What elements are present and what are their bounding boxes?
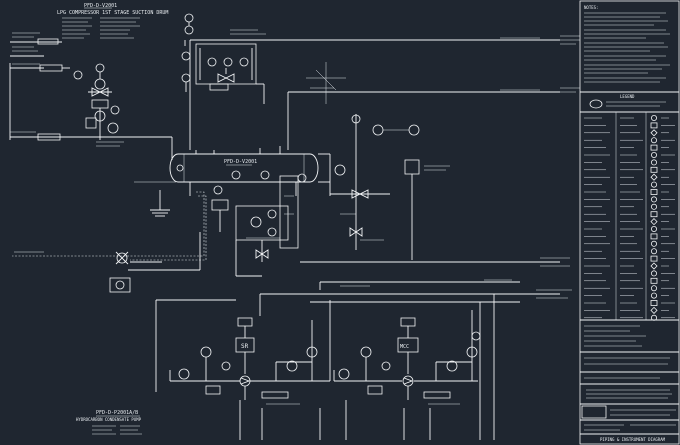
legend-symbol-circle <box>651 196 658 203</box>
legend-symbol-circle <box>651 225 658 232</box>
vessel-title: LPG COMPRESSOR 1ST STAGE SUCTION DRUM <box>57 10 168 16</box>
pump-b-assembly: MCC <box>333 294 495 440</box>
vessel-tag: PFD-D-V2001 <box>84 3 117 9</box>
pump-data-block: PFD-D-P2001A/B HYDROCARBON CONDENSATE PU… <box>76 410 142 435</box>
legend-symbol-square <box>650 189 658 195</box>
legend-symbol-diamond <box>650 173 658 181</box>
legend-symbol-square <box>650 233 658 240</box>
legend-symbol-circle <box>651 151 658 158</box>
legend-symbol-square <box>650 144 658 151</box>
legend-symbol-square <box>650 300 658 306</box>
vessel-data-block: PFD-D-V2001 LPG COMPRESSOR 1ST STAGE SUC… <box>57 3 168 39</box>
title-block-lower: PIPING & INSTRUMENT DIAGRAM <box>580 319 679 442</box>
legend-symbol-circle <box>651 159 658 166</box>
signal-lines <box>12 191 207 293</box>
drawing-title: PIPING & INSTRUMENT DIAGRAM <box>600 437 666 442</box>
legend-symbol-circle <box>651 270 658 277</box>
legend-symbol-square <box>650 122 658 129</box>
legend-symbol-diamond <box>650 129 658 137</box>
notes-header: NOTES: <box>584 5 598 10</box>
top-piping <box>181 13 580 150</box>
legend-symbol-circle <box>651 285 658 292</box>
left-incoming-lines <box>10 32 74 141</box>
level-instruments <box>211 175 299 277</box>
drum-label: PFD-D-V2001 <box>224 159 257 165</box>
legend-symbol-circle <box>651 248 658 255</box>
legend-symbol-circle <box>651 181 658 188</box>
legend-symbol-circle <box>651 115 658 122</box>
legend-symbol-square <box>650 277 658 284</box>
legend-rows <box>584 115 675 321</box>
middle-header-lines <box>155 257 572 392</box>
legend-symbol-square <box>650 255 658 262</box>
legend-symbol-square <box>650 166 658 173</box>
legend-symbol-diamond <box>650 218 658 226</box>
pump-a-assembly: SR <box>169 300 331 440</box>
left-control-valve <box>9 63 172 147</box>
motor-b-label: MCC <box>400 344 409 350</box>
legend-symbol-square <box>650 211 658 218</box>
legend-symbol-circle <box>651 137 658 144</box>
drum-right-instruments <box>329 114 450 260</box>
pump-title: HYDROCARBON CONDENSATE PUMP <box>76 417 142 422</box>
suction-drum: PFD-D-V2001 <box>134 137 330 217</box>
legend-symbol-diamond <box>650 306 658 314</box>
motor-a-label: SR <box>241 343 249 350</box>
legend-symbol-circle <box>651 292 658 299</box>
legend-header: LEGEND <box>620 94 635 99</box>
legend-symbol-circle <box>651 240 658 247</box>
legend-symbol-circle <box>651 203 658 210</box>
title-block: NOTES: LEGEND <box>579 0 680 445</box>
legend-symbol-diamond <box>650 262 658 270</box>
pump-tag: PFD-D-P2001A/B <box>96 410 138 416</box>
